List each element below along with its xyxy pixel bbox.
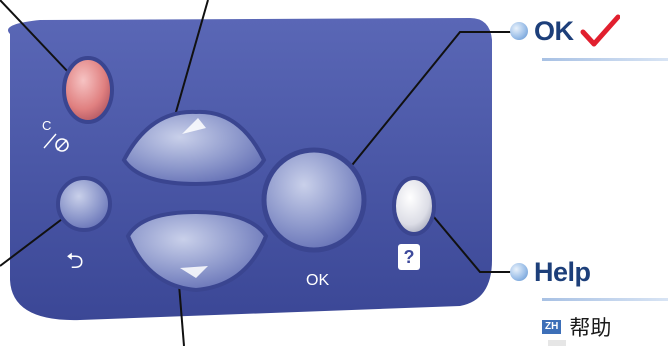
next-translation-fragment	[548, 340, 566, 346]
ok-button	[261, 147, 367, 253]
ok-button-label: OK	[306, 272, 330, 289]
help-callout: Help	[510, 256, 591, 288]
leader-line-up	[171, 0, 209, 127]
ok-divider	[542, 58, 668, 61]
leader-line-help	[427, 209, 512, 273]
up-arrow-button	[121, 109, 267, 187]
help-divider	[542, 298, 668, 301]
language-code: ZH	[542, 320, 562, 334]
checkmark-icon	[580, 14, 620, 47]
translation-text: 帮助	[569, 316, 612, 340]
back-icon: ⮌	[66, 249, 84, 274]
bullet-icon	[510, 263, 528, 281]
up-arrow-icon	[182, 118, 206, 134]
bullet-icon	[510, 22, 528, 40]
leader-line-ok	[339, 31, 512, 181]
back-button	[56, 176, 112, 232]
stop-icon	[55, 138, 69, 152]
clear-stop-button	[62, 56, 114, 124]
ok-callout: OK	[510, 14, 620, 48]
translation-row: ZH 帮助	[542, 314, 611, 340]
help-callout-label: Help	[534, 256, 591, 287]
down-arrow-icon	[180, 266, 208, 278]
leader-line-clear	[0, 0, 71, 75]
help-key-icon: ?	[398, 244, 420, 270]
ok-callout-label: OK	[534, 15, 574, 46]
down-arrow-button	[125, 209, 269, 293]
clear-label: C	[42, 118, 52, 133]
help-button	[392, 176, 436, 236]
